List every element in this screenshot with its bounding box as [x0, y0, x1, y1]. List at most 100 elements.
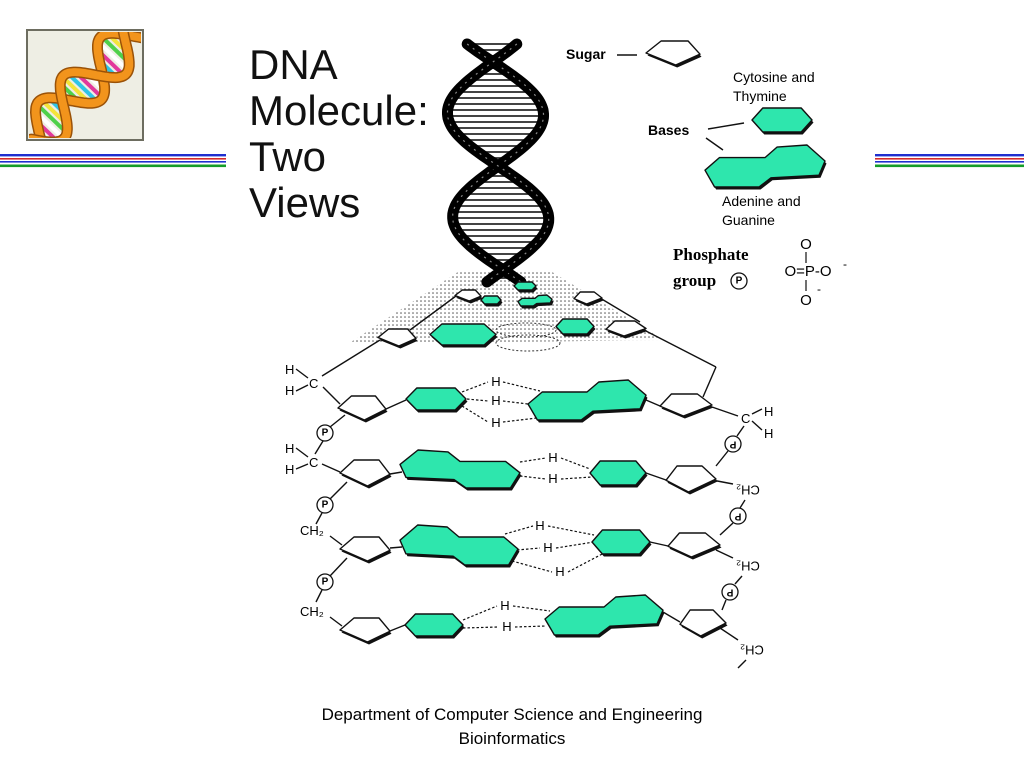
- hydrogen-bond-line: [466, 398, 489, 402]
- phosphate-symbol: P: [322, 577, 329, 588]
- backbone-line: [643, 329, 717, 368]
- phosphate-circle: P: [724, 435, 742, 453]
- left-stripes: [0, 154, 226, 168]
- sugar: [339, 536, 392, 564]
- title-line-1: DNA: [249, 41, 338, 88]
- hydrogen-bond-label: H: [555, 564, 564, 579]
- phosphate-label-line-1: Phosphate: [673, 245, 749, 264]
- hydrogen-bond-line: [502, 381, 541, 392]
- pyrimidine-base-body: [480, 295, 502, 305]
- bases-pointer-purine: [705, 137, 724, 151]
- backbone-line: [314, 440, 324, 455]
- methylene-label: CH₂: [736, 559, 760, 574]
- hydrogen-bond-line: [502, 417, 538, 423]
- phosphate-symbol-circle: [730, 272, 748, 290]
- formula-middle-charge: -: [843, 257, 847, 271]
- hydrogen-bond-line: [519, 475, 547, 480]
- pyrimidine-base-body: [405, 387, 467, 411]
- sugar-body: [339, 536, 391, 562]
- backbone-line: [711, 406, 739, 417]
- purine-base: [517, 294, 554, 309]
- backbone-line: [739, 499, 746, 509]
- backbone-line: [645, 472, 667, 481]
- hydrogen-bond-line: [462, 605, 498, 621]
- purine-label-line-2: Guanine: [722, 212, 775, 228]
- purine-base: [527, 379, 648, 423]
- hydrogen-bond-label: H: [543, 540, 552, 555]
- pyrimidine-base-body: [555, 318, 595, 335]
- phosphate-circle-outline: [724, 435, 742, 453]
- backbone-line: [329, 616, 343, 627]
- bases-pointer-pyrimidine: [707, 122, 745, 130]
- pyrimidine-base-body: [589, 460, 647, 486]
- sugar-body: [377, 328, 417, 347]
- purine-label-line-1: Adenine and: [722, 193, 801, 209]
- carbon-label: C: [309, 376, 318, 391]
- phosphate-symbol-letter: P: [736, 276, 743, 287]
- phosphate-circle-outline: [316, 496, 334, 514]
- stripe-line: [875, 154, 1024, 157]
- backbone-line: [295, 384, 309, 392]
- backbone-line: [736, 425, 745, 437]
- pyrimidine-label-line-1: Cytosine and: [733, 69, 815, 85]
- phosphate-circle: P: [721, 583, 739, 601]
- pyrimidine-base: [513, 281, 538, 293]
- pyrimidine-base: [591, 529, 652, 557]
- pyrimidine-label-line-2: Thymine: [733, 88, 787, 104]
- hydrogen-bond-line: [504, 525, 534, 535]
- backbone-line: [645, 399, 661, 407]
- backbone-line: [385, 399, 407, 410]
- backbone-line: [295, 368, 309, 379]
- sugar-body: [667, 532, 721, 558]
- hydrogen-bond-line: [560, 457, 591, 470]
- logo-helix: [29, 32, 141, 138]
- backbone-line: [702, 366, 717, 398]
- slide-footer: Department of Computer Science and Engin…: [0, 703, 1024, 751]
- sugar: [667, 532, 722, 560]
- stripe-line: [0, 158, 226, 160]
- methylene-label: CH₂: [740, 643, 764, 658]
- pyrimidine-base-body: [429, 323, 497, 346]
- hydrogen-label: H: [285, 383, 294, 398]
- phosphate-symbol: P: [322, 500, 329, 511]
- pyrimidine-base: [404, 613, 465, 639]
- phosphate-symbol-legend: P: [730, 272, 748, 290]
- hydrogen-bond-line: [555, 541, 595, 549]
- hydrogen-bond-line: [502, 400, 529, 405]
- sugar: [605, 320, 648, 339]
- logo-strand: [29, 32, 134, 138]
- phosphate-label-line-2: group: [673, 271, 716, 290]
- sugar: [454, 289, 483, 304]
- legend: Sugar Cytosine and Thymine Bases Adenine…: [566, 40, 847, 309]
- hydrogen-bond-region: [495, 322, 557, 338]
- backbone-line: [315, 512, 323, 525]
- hydrogen-label: H: [285, 462, 294, 477]
- sugar: [659, 393, 714, 419]
- backbone-line: [329, 414, 346, 428]
- purine-base-body: [527, 379, 647, 421]
- hydrogen-bond-line: [512, 605, 551, 612]
- decorative-stripes: [0, 154, 1024, 168]
- phosphate-circle: P: [729, 507, 747, 525]
- phosphate-symbol: P: [734, 511, 741, 522]
- carbon-label: C: [309, 455, 318, 470]
- sugar: [679, 609, 728, 639]
- backbone-line: [389, 624, 406, 632]
- phosphate-symbol: P: [729, 439, 736, 450]
- legend-sugar-shape: [645, 40, 702, 68]
- pyrimidine-base-body: [591, 529, 651, 555]
- title-line-3: Two: [249, 133, 327, 180]
- bases-label: Bases: [648, 122, 689, 138]
- slide-title: DNA Molecule: Two Views: [249, 42, 429, 226]
- backbone-line: [715, 450, 729, 467]
- formula-bottom-oxygen: O: [800, 292, 812, 309]
- hydrogen-label: H: [764, 404, 773, 419]
- sugar-body: [454, 289, 482, 302]
- sugar-body: [337, 395, 387, 421]
- backbone-line: [719, 627, 739, 641]
- methylene-label: CH₂: [300, 604, 324, 619]
- logo-strand: [31, 32, 141, 138]
- phosphate-circle-outline: [316, 573, 334, 591]
